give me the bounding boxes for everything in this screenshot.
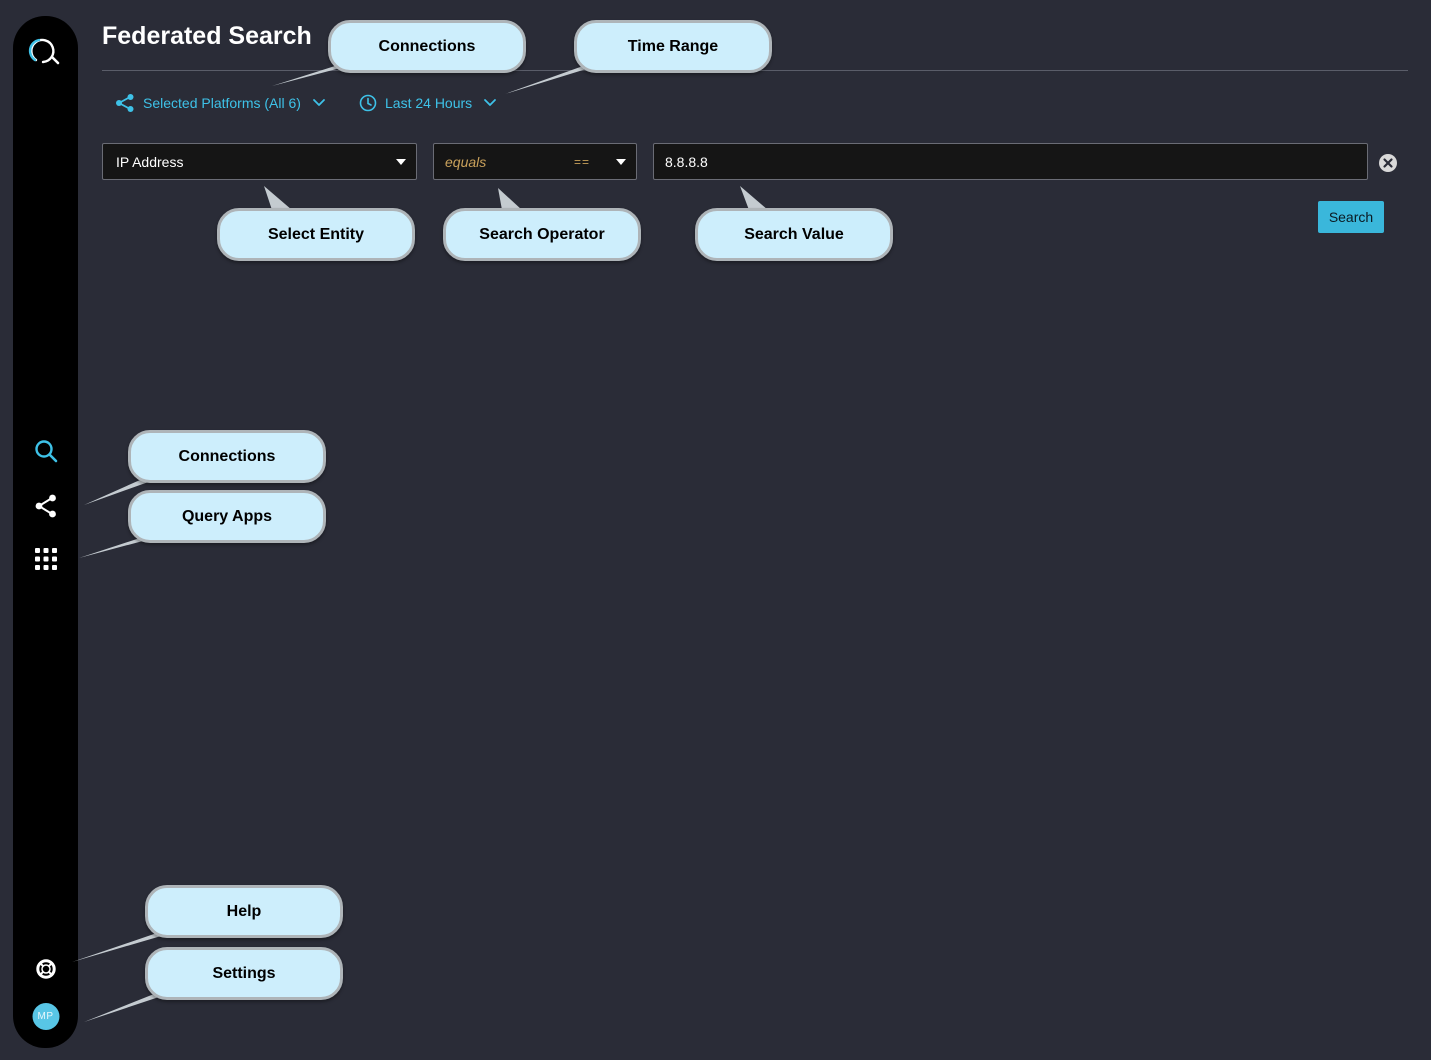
- operator-select[interactable]: equals ==: [433, 143, 637, 180]
- callout-time-range: Time Range: [574, 20, 772, 73]
- sidebar: MP: [13, 16, 78, 1048]
- nav-apps-grid-icon[interactable]: [33, 546, 59, 572]
- operator-label: equals: [445, 153, 487, 170]
- chevron-down-icon: [484, 99, 497, 106]
- caret-down-icon: [396, 158, 406, 165]
- entity-select-value: IP Address: [116, 153, 184, 170]
- caret-down-icon: [616, 158, 626, 165]
- callout-search-value: Search Value: [695, 208, 893, 261]
- callout-connections-side: Connections: [128, 430, 326, 483]
- time-range-filter[interactable]: Last 24 Hours: [358, 92, 501, 114]
- page-title: Federated Search: [102, 22, 312, 50]
- user-avatar[interactable]: MP: [32, 1003, 59, 1030]
- entity-select[interactable]: IP Address: [102, 143, 417, 180]
- share-nodes-icon: [116, 94, 134, 112]
- help-lifebuoy-icon[interactable]: [35, 958, 57, 980]
- search-value-input[interactable]: [653, 143, 1368, 180]
- callout-query-apps: Query Apps: [128, 490, 326, 543]
- callout-settings: Settings: [145, 947, 343, 1000]
- callout-connections-top: Connections: [328, 20, 526, 73]
- chevron-down-icon: [313, 99, 325, 106]
- callout-select-entity: Select Entity: [217, 208, 415, 261]
- nav-search-icon[interactable]: [33, 438, 59, 464]
- app-logo-icon[interactable]: [27, 34, 65, 66]
- operator-symbol: ==: [574, 154, 591, 169]
- search-button[interactable]: Search: [1318, 201, 1384, 233]
- callout-search-operator: Search Operator: [443, 208, 641, 261]
- clear-circle-icon[interactable]: [1378, 153, 1398, 173]
- clock-icon: [359, 94, 377, 112]
- nav-connections-icon[interactable]: [33, 493, 59, 519]
- platforms-filter[interactable]: Selected Platforms (All 6): [114, 92, 330, 114]
- time-range-label: Last 24 Hours: [385, 95, 473, 111]
- callout-help: Help: [145, 885, 343, 938]
- platforms-filter-label: Selected Platforms (All 6): [143, 95, 301, 111]
